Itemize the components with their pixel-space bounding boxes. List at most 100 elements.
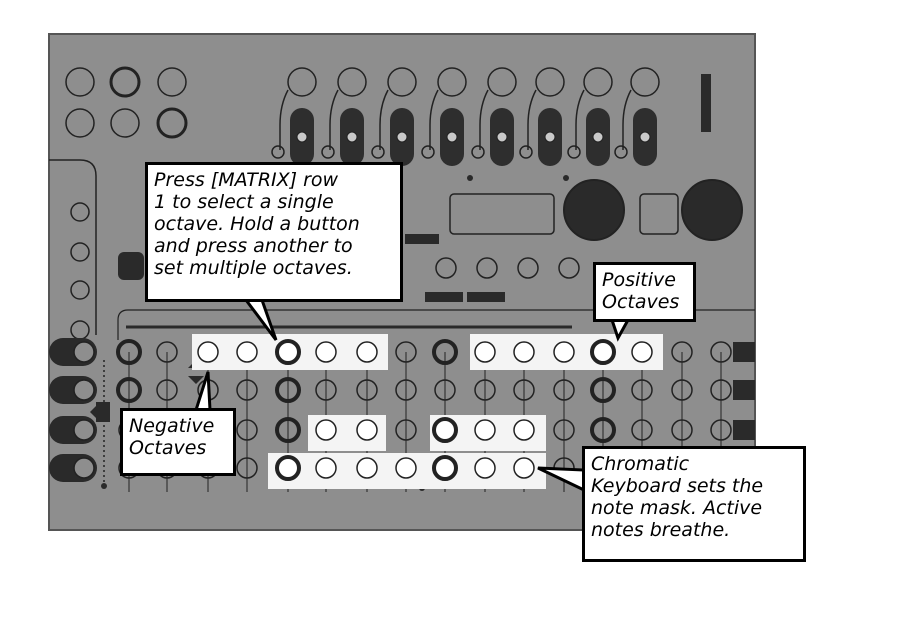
slider-led — [639, 131, 651, 143]
matrix-button — [236, 457, 258, 479]
matrix-button-active — [275, 417, 301, 443]
callout-matrix-octave: Press [MATRIX] row 1 to select a single … — [145, 162, 403, 302]
matrix-button — [474, 379, 496, 401]
function-button — [435, 257, 457, 279]
left-jack — [70, 202, 90, 222]
matrix-button — [395, 341, 417, 363]
slider-led — [346, 131, 358, 143]
matrix-button — [236, 419, 258, 441]
knob-link-line — [329, 89, 339, 150]
knob-link-line — [575, 89, 585, 150]
matrix-button — [236, 379, 258, 401]
matrix-button — [356, 419, 378, 441]
matrix-button — [395, 457, 417, 479]
knob-ring — [487, 67, 517, 97]
function-button — [558, 257, 580, 279]
slider-led — [396, 131, 408, 143]
page-indicator-right — [467, 292, 505, 302]
matrix-button — [631, 341, 653, 363]
matrix-button — [631, 419, 653, 441]
callout-positive-line-2: Octaves — [602, 291, 680, 313]
big-button-left — [563, 179, 625, 241]
callout-negative-line-2: Octaves — [129, 437, 207, 459]
left-jack — [70, 280, 90, 300]
left-edge-tab-button — [73, 379, 95, 401]
matrix-button — [315, 379, 337, 401]
top-left-button — [157, 67, 187, 97]
matrix-button — [631, 379, 653, 401]
slider-led — [296, 131, 308, 143]
matrix-button — [356, 379, 378, 401]
function-button — [476, 257, 498, 279]
top-left-button — [110, 108, 140, 138]
right-edge-tab — [733, 420, 755, 440]
small-indicator — [405, 234, 439, 244]
matrix-button — [156, 379, 178, 401]
knob-link-line — [622, 89, 632, 150]
left-edge-tab-button — [73, 457, 95, 479]
callout-chromatic-line-2: Keyboard sets the — [591, 475, 764, 497]
callout-positive-line-1: Positive — [602, 269, 676, 291]
matrix-button-active — [275, 455, 301, 481]
callout-matrix-line-4: and press another to — [154, 235, 353, 257]
knob-ring — [583, 67, 613, 97]
matrix-button-active — [275, 377, 301, 403]
matrix-button — [197, 341, 219, 363]
left-square-button — [118, 252, 144, 280]
right-bar-indicator — [701, 74, 711, 132]
matrix-button-active — [275, 339, 301, 365]
matrix-button-active — [432, 417, 458, 443]
slider-small-button — [519, 145, 533, 159]
matrix-button — [395, 419, 417, 441]
matrix-button — [315, 457, 337, 479]
slider-led — [446, 131, 458, 143]
left-arrow-tab — [96, 402, 110, 422]
matrix-button-active — [590, 417, 616, 443]
matrix-button — [474, 341, 496, 363]
matrix-button — [710, 379, 732, 401]
slider-led — [544, 131, 556, 143]
callout-chromatic-line-1: Chromatic — [591, 453, 690, 475]
top-left-button — [156, 107, 188, 139]
matrix-button — [356, 457, 378, 479]
matrix-button — [513, 341, 535, 363]
matrix-button — [710, 419, 732, 441]
top-left-button — [65, 67, 95, 97]
right-edge-tab — [733, 342, 755, 362]
knob-ring — [437, 67, 467, 97]
callout-positive-octaves: Positive Octaves — [593, 262, 696, 322]
left-arrow-icon — [90, 404, 98, 420]
slider-small-button — [271, 145, 285, 159]
top-left-button — [109, 66, 141, 98]
matrix-button — [236, 341, 258, 363]
left-bracket-line — [49, 159, 97, 335]
slider-small-button — [371, 145, 385, 159]
matrix-button — [315, 341, 337, 363]
highlight-overlays — [118, 334, 732, 489]
knob-ring — [387, 67, 417, 97]
matrix-button — [513, 379, 535, 401]
matrix-button — [434, 379, 456, 401]
knob-ring — [337, 67, 367, 97]
left-edge-tab-button — [73, 419, 95, 441]
slider-small-button — [421, 145, 435, 159]
matrix-button — [553, 341, 575, 363]
matrix-button — [395, 379, 417, 401]
indicator-dot — [467, 175, 473, 181]
indicator-dot — [101, 483, 107, 489]
slider-led — [592, 131, 604, 143]
matrix-button — [553, 379, 575, 401]
callout-matrix-line-5: set multiple octaves. — [154, 257, 353, 279]
callout-negative-line-1: Negative — [129, 415, 215, 437]
right-edge-tab — [733, 380, 755, 400]
slider-led — [496, 131, 508, 143]
callout-matrix-line-3: octave. Hold a button — [154, 213, 360, 235]
page-indicator-left — [425, 292, 463, 302]
matrix-button — [156, 341, 178, 363]
big-button-right — [681, 179, 743, 241]
matrix-button-active — [116, 339, 142, 365]
matrix-button — [671, 419, 693, 441]
small-screen — [639, 193, 679, 235]
knob-link-line — [279, 89, 289, 150]
callout-chromatic-keyboard: Chromatic Keyboard sets the note mask. A… — [582, 446, 806, 562]
